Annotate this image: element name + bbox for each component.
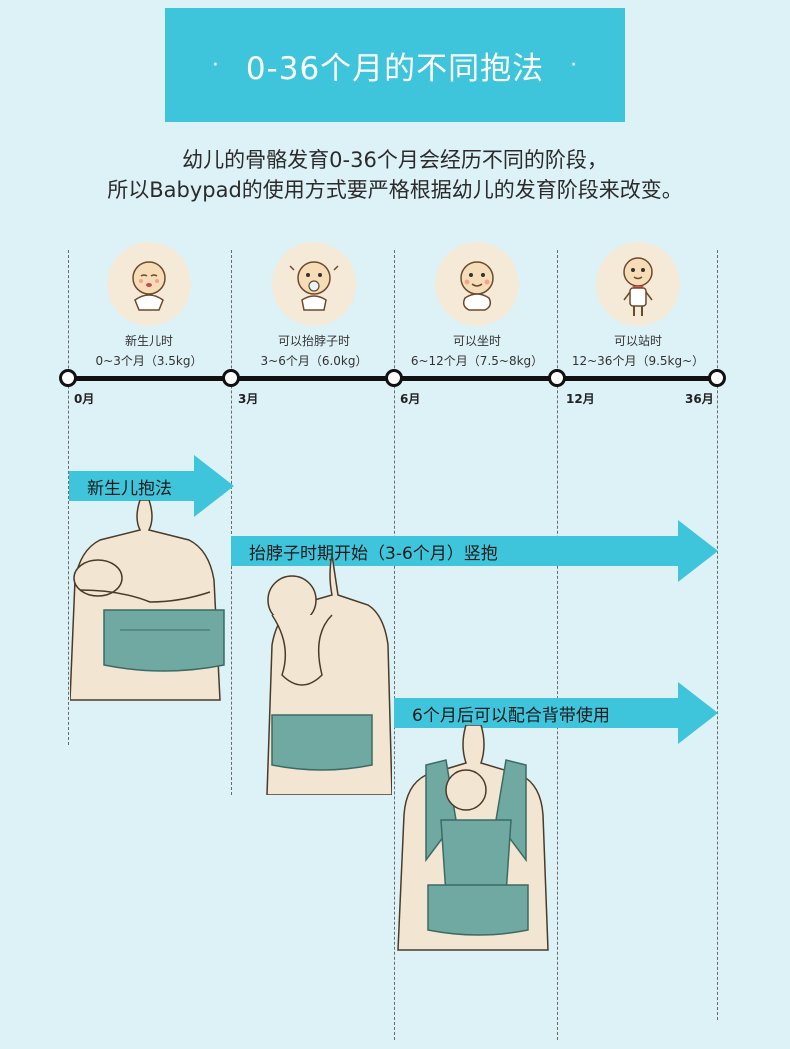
stage-name: 新生儿时 <box>124 334 173 348</box>
tick-label-3: 3月 <box>238 392 259 406</box>
upright-hold-illustration <box>266 554 392 795</box>
arrow-head <box>678 682 718 744</box>
arrow-label: 抬脖子时期开始（3-6个月）竖抱 <box>231 536 678 566</box>
standing-baby-icon <box>596 242 680 326</box>
newborn-baby-icon <box>107 242 191 326</box>
tick-label-36: 36月 <box>685 392 714 406</box>
stage-info: 0~3个月（3.5kg） <box>95 354 203 368</box>
newborn-hold-illustration <box>70 500 225 701</box>
stage-neck-hold: 可以抬脖子时 3~6个月（6.0kg） <box>239 242 389 369</box>
timeline-node-36 <box>708 369 726 387</box>
intro-line-2: 所以Babypad的使用方式要严格根据幼儿的发育阶段来改变。 <box>107 178 683 202</box>
arrow-head <box>678 520 718 582</box>
stage-sitting: 可以坐时 6~12个月（7.5~8kg） <box>402 242 552 369</box>
arrow-upright: 抬脖子时期开始（3-6个月）竖抱 <box>231 520 718 582</box>
arrow-label: 6个月后可以配合背带使用 <box>394 698 678 728</box>
title-banner: · 0-36个月的不同抱法 · <box>165 8 625 122</box>
carrier-hold-illustration <box>397 725 549 951</box>
timeline-node-3 <box>222 369 240 387</box>
stage-standing: 可以站时 12~36个月（9.5kg~） <box>563 242 713 369</box>
stage-name: 可以抬脖子时 <box>277 334 350 348</box>
stage-info: 3~6个月（6.0kg） <box>260 354 368 368</box>
stage-name: 可以坐时 <box>452 334 501 348</box>
sitting-baby-icon <box>435 242 519 326</box>
stage-info: 6~12个月（7.5~8kg） <box>410 354 544 368</box>
stage-name: 可以站时 <box>613 334 662 348</box>
arrow-head <box>194 455 234 517</box>
stage-newborn: 新生儿时 0~3个月（3.5kg） <box>74 242 224 369</box>
tick-label-12: 12月 <box>566 392 595 406</box>
baby-pacifier-icon <box>272 242 356 326</box>
arrow-label: 新生儿抱法 <box>69 471 194 501</box>
timeline-node-6 <box>385 369 403 387</box>
tick-label-6: 6月 <box>400 392 421 406</box>
title-dot-left: · <box>211 52 220 78</box>
tick-label-0: 0月 <box>74 392 95 406</box>
divider-36m <box>717 250 718 1020</box>
arrow-carrier: 6个月后可以配合背带使用 <box>394 682 718 744</box>
stage-info: 12~36个月（9.5kg~） <box>571 354 705 368</box>
timeline-node-0 <box>59 369 77 387</box>
arrow-newborn: 新生儿抱法 <box>69 455 234 517</box>
title-dot-right: · <box>570 52 579 78</box>
divider-12m <box>557 250 558 1040</box>
intro-line-1: 幼儿的骨骼发育0-36个月会经历不同的阶段， <box>182 148 608 172</box>
timeline-node-12 <box>548 369 566 387</box>
page-title: 0-36个月的不同抱法 <box>245 50 545 87</box>
divider-3m <box>231 250 232 795</box>
intro-text: 幼儿的骨骼发育0-36个月会经历不同的阶段， 所以Babypad的使用方式要严格… <box>0 145 790 205</box>
divider-0m <box>68 250 69 745</box>
divider-6m <box>394 250 395 1040</box>
